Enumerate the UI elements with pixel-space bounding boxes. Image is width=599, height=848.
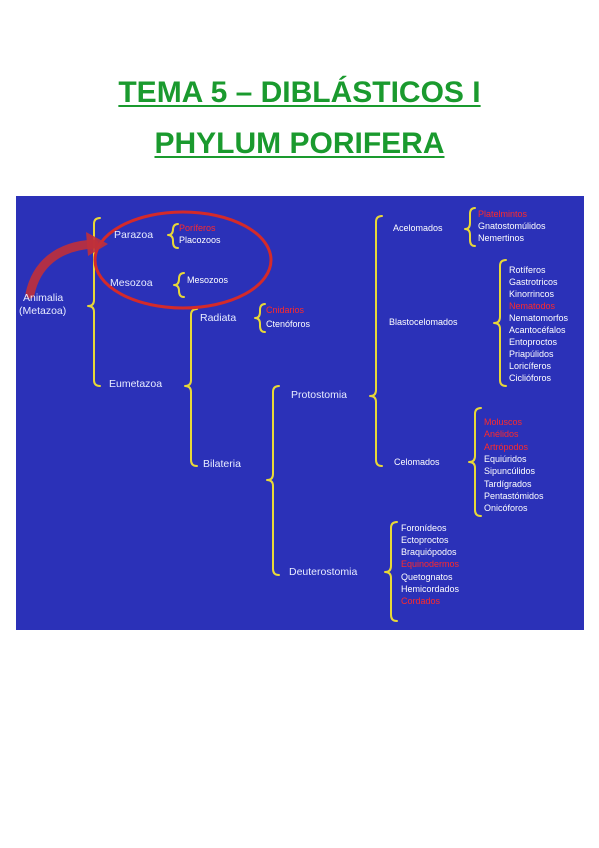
highlight-arrow [25, 239, 99, 299]
node-mesozoa: Mesozoa [110, 277, 153, 289]
node-radiata: Radiata [200, 312, 237, 324]
leaf-kinorrincos: Kinorrincos [509, 289, 555, 299]
node-protostomia: Protostomia [291, 389, 348, 401]
brace-mesozoa [173, 272, 185, 298]
leaf-sipunculidos: Sipuncúlidos [484, 466, 536, 476]
brace-radiata [254, 303, 266, 333]
title-line-1: TEMA 5 – DIBLÁSTICOS I [118, 76, 481, 109]
leaf-rotiferos: Rotíferos [509, 265, 546, 275]
classification-diagram: Animalia (Metazoa) Parazoa Mesozoa Eumet… [16, 196, 584, 630]
leaf-cnidarios: Cnidarios [266, 305, 305, 315]
node-celomados: Celomados [394, 457, 440, 467]
node-bilateria: Bilateria [203, 458, 241, 470]
root-metazoa: (Metazoa) [19, 305, 67, 317]
node-deuterostomia: Deuterostomia [289, 566, 358, 578]
leaf-equiuridos: Equiúridos [484, 454, 527, 464]
node-eumetazoa: Eumetazoa [109, 378, 163, 390]
leaf-loriciferos: Loricíferos [509, 361, 552, 371]
leaf-priapulidos: Priapúlidos [509, 349, 554, 359]
diagram-graphics [25, 207, 507, 622]
node-blastocelomados: Blastocelomados [389, 317, 458, 327]
leaf-entoproctos: Entoproctos [509, 337, 558, 347]
leaf-nemertinos: Nemertinos [478, 233, 525, 243]
leaf-acantocefalos: Acantocéfalos [509, 325, 566, 335]
root-animalia: Animalia [23, 292, 64, 304]
leaf-foronideos: Foronídeos [401, 523, 447, 533]
highlight-ellipse [93, 210, 273, 310]
leaf-nematomorfos: Nematomorfos [509, 313, 569, 323]
leaf-gastrotricos: Gastrotricos [509, 277, 558, 287]
leaf-platelmintos: Platelmintos [478, 209, 528, 219]
leaf-braquiopodos: Braquiópodos [401, 547, 457, 557]
leaf-placozoos: Placozoos [179, 235, 221, 245]
leaf-moluscos: Moluscos [484, 417, 523, 427]
node-acelomados: Acelomados [393, 223, 443, 233]
leaf-anelidos: Anélidos [484, 429, 519, 439]
leaf-gnatostomulidos: Gnatostomúlidos [478, 221, 546, 231]
brace-acelomados [464, 207, 476, 247]
leaf-pentastomidos: Pentastómidos [484, 491, 544, 501]
leaf-ctenoforos: Ctenóforos [266, 319, 311, 329]
highlight-arrow-head [86, 232, 108, 256]
leaf-ectoproctos: Ectoproctos [401, 535, 449, 545]
leaf-equinodermos: Equinodermos [401, 559, 460, 569]
leaf-artropodos: Artrópodos [484, 442, 529, 452]
leaf-quetognatos: Quetognatos [401, 572, 453, 582]
brace-bilateria [266, 385, 280, 576]
brace-blastocelomados [493, 259, 507, 387]
leaf-nematodos: Nematodos [509, 301, 556, 311]
leaf-cordados: Cordados [401, 596, 441, 606]
brace-parazoa [167, 223, 179, 249]
leaf-cicliophoros: Ciclióforos [509, 373, 552, 383]
brace-deuterostomia [384, 521, 398, 622]
leaf-mesozoos: Mesozoos [187, 275, 229, 285]
brace-protostomia [369, 215, 383, 467]
leaf-onicoforos: Onicóforos [484, 503, 528, 513]
node-parazoa: Parazoa [114, 229, 154, 241]
leaf-poriferos: Poríferos [179, 223, 216, 233]
title-line-2: PHYLUM PORIFERA [154, 127, 445, 160]
brace-eumetazoa [184, 308, 198, 467]
brace-celomados [468, 407, 482, 517]
leaf-tardigrados: Tardígrados [484, 479, 532, 489]
brace-animalia [87, 217, 101, 387]
leaf-hemicordados: Hemicordados [401, 584, 460, 594]
